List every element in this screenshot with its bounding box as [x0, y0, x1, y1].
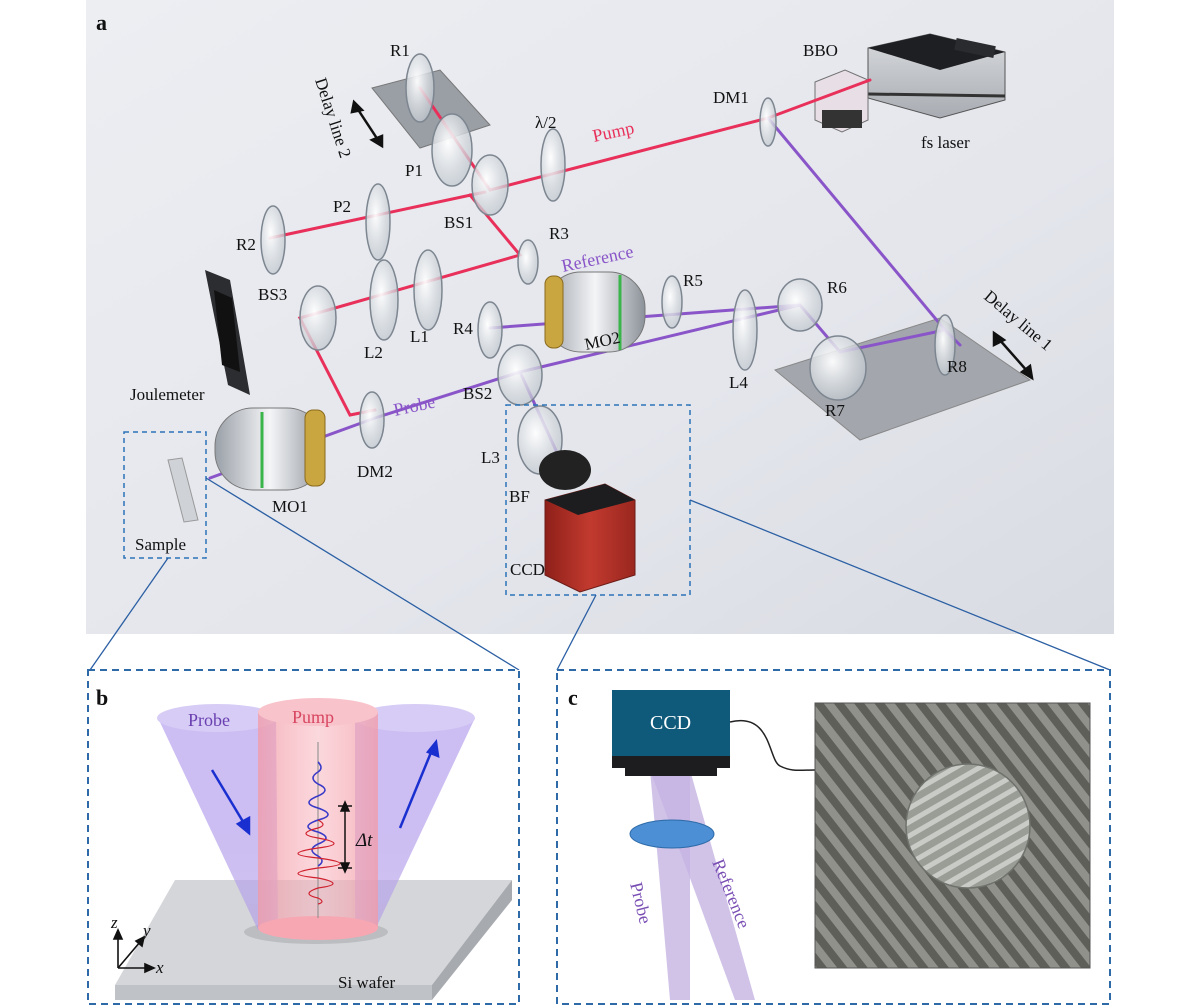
panel-a-letter: a: [96, 10, 107, 35]
fs-laser: [867, 33, 1006, 119]
ccd-lens-mount: [625, 768, 717, 776]
label-r4: R4: [453, 319, 473, 338]
axis-label-y: y: [141, 921, 151, 940]
label-bf: BF: [509, 487, 530, 506]
waveplate: [540, 128, 566, 202]
mirror-r8: [934, 314, 956, 376]
label-mo1: MO1: [272, 497, 308, 516]
coordinate-axes: [112, 928, 156, 974]
probe-cone-left-top: [157, 704, 277, 732]
callout-connectors: [89, 477, 1111, 671]
beamsplitter-bs3: [299, 285, 337, 351]
label-sample: Sample: [135, 535, 186, 554]
label-dm1: DM1: [713, 88, 749, 107]
probe-cone-right-top: [355, 704, 475, 732]
ccd-camera-a: [539, 450, 636, 593]
mirror-dm2: [359, 391, 385, 449]
pump-cylinder-bottom: [258, 916, 378, 940]
mirror-dm1: [759, 97, 777, 147]
pump-cylinder-top: [258, 698, 378, 726]
mirror-r3: [517, 239, 539, 285]
panel-b: b: [87, 669, 520, 1005]
ccd-mount: [612, 756, 730, 768]
bbo-crystal: [814, 69, 869, 133]
joulemeter: [205, 270, 250, 395]
label-b-probe: Probe: [188, 710, 230, 730]
delta-t-marker: [338, 800, 352, 874]
label-r3: R3: [549, 224, 569, 243]
label-lambda-half: λ/2: [535, 113, 556, 132]
axis-label-z: z: [110, 913, 118, 932]
probe-pulse: [307, 761, 329, 867]
label-l4: L4: [729, 373, 748, 392]
mirror-r2: [260, 205, 286, 275]
label-delta-t: Δt: [355, 830, 373, 851]
label-si-wafer: Si wafer: [338, 973, 395, 992]
label-r5: R5: [683, 271, 703, 290]
label-r1: R1: [390, 41, 410, 60]
delay-line-1-stage: [773, 317, 1032, 441]
objective-mo2: [544, 271, 646, 353]
delay-line-arrows: [350, 99, 1034, 381]
sample-a: [167, 457, 199, 523]
beamsplitter-bs1: [471, 154, 509, 216]
label-bs2: BS2: [463, 384, 492, 403]
ccd-label-c: CCD: [650, 712, 691, 734]
panel-b-letter: b: [96, 685, 108, 710]
label-l2: L2: [364, 343, 383, 362]
label-p2: P2: [333, 197, 351, 216]
label-p1: P1: [405, 161, 423, 180]
objective-mo1: [214, 407, 326, 491]
label-bs3: BS3: [258, 285, 287, 304]
ccd-body: [612, 690, 730, 756]
ccd-cable: [729, 719, 816, 772]
lens-c: [629, 819, 715, 849]
label-r2: R2: [236, 235, 256, 254]
panel-c: c CCD Probe Reference: [556, 669, 1111, 1005]
axis-label-x: x: [155, 958, 164, 977]
panel-a: a: [86, 0, 1114, 671]
label-r8: R8: [947, 357, 967, 376]
polarizer-p2: [365, 183, 391, 261]
label-b-pump: Pump: [292, 707, 334, 727]
mirror-r5: [661, 275, 683, 329]
mirror-r7: [809, 335, 867, 401]
probe-direction-arrows: [210, 738, 440, 836]
label-dm2: DM2: [357, 462, 393, 481]
label-r6: R6: [827, 278, 847, 297]
mirror-r1: [405, 53, 435, 123]
pump-pulse: [297, 819, 341, 905]
label-bbo: BBO: [803, 41, 838, 60]
label-bs1: BS1: [444, 213, 473, 232]
sample-fringe-region: [905, 763, 1031, 889]
beamsplitter-bs2: [497, 344, 543, 406]
label-joulemeter: Joulemeter: [130, 385, 205, 404]
lens-l4: [732, 289, 758, 371]
label-ccd-a: CCD: [510, 560, 545, 579]
mirror-r6: [777, 278, 823, 332]
label-l3: L3: [481, 448, 500, 467]
mirror-r4: [477, 301, 503, 359]
label-l1: L1: [410, 327, 429, 346]
probe-cone-right: [355, 718, 475, 930]
panel-c-letter: c: [568, 685, 578, 710]
label-r7: R7: [825, 401, 845, 420]
probe-cone-left: [158, 718, 278, 930]
callout-box-sample: [123, 431, 207, 559]
label-fs-laser: fs laser: [921, 133, 970, 152]
lens-l2: [369, 259, 399, 341]
lens-l1: [413, 249, 443, 331]
optics: [260, 53, 956, 475]
polarizer-p1: [431, 113, 473, 187]
